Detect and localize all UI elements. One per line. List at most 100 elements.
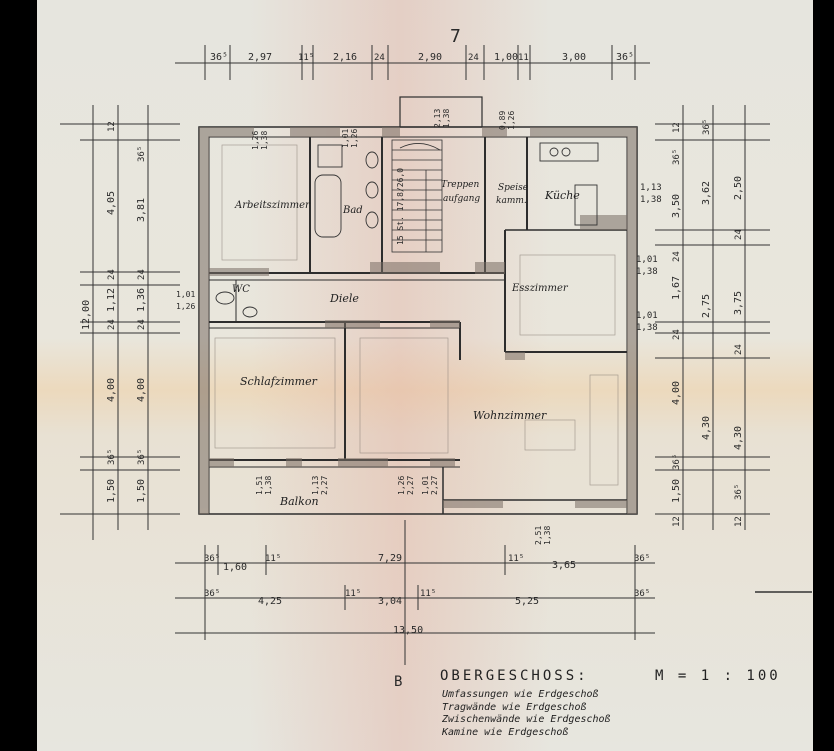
note-1: Umfassungen wie Erdgeschoß <box>442 689 599 700</box>
dim-bottom-total: 13,50 <box>393 625 423 636</box>
dim-right-outer-6: 3,75 <box>733 291 744 315</box>
dim-top-4: 2,16 <box>333 52 357 63</box>
dim-left-inner-6: 4,00 <box>136 378 147 402</box>
dim-right-outer-3: 2,50 <box>733 176 744 200</box>
dim-right-inner-1: 12 <box>672 122 682 133</box>
dim-bottom1-6: 3,65 <box>552 560 576 571</box>
room-kueche: Küche <box>544 189 580 202</box>
dim-bottom1-7: 36⁵ <box>634 554 650 564</box>
bottom-dimension-labels: 36⁵ 1,60 11⁵ 7,29 11⁵ 3,65 36⁵ 36⁵ 4,25 … <box>204 553 650 636</box>
plan-scale: M = 1 : 100 <box>655 668 781 684</box>
dim-right-inner-9: 1,67 <box>671 276 682 300</box>
dim-top-7: 24 <box>468 53 479 63</box>
dim-right-inner-7: 1,01 <box>636 255 658 265</box>
room-diele: Diele <box>329 292 359 305</box>
staircase <box>391 139 443 253</box>
room-labels: Arbeitszimmer Bad Treppen aufgang Speise… <box>232 180 580 508</box>
room-bad: Bad <box>342 205 363 216</box>
dim-left-inner-4: 1,36 <box>136 288 147 312</box>
dim-top-3: 11⁵ <box>298 53 314 63</box>
dim-left-outer-4: 1,12 <box>106 288 117 312</box>
opening-14: 2,27 <box>320 476 329 495</box>
dim-top-6: 2,90 <box>418 52 442 63</box>
dim-left-outer-7: 36⁵ <box>107 449 117 465</box>
right-dimension-labels: 12 36⁵ 1,13 1,38 3,50 24 1,01 1,38 1,67 … <box>636 119 744 527</box>
dim-bottom2-2: 4,25 <box>258 596 282 607</box>
room-speise-2: kamm. <box>496 196 527 206</box>
dim-left-outer-5: 24 <box>107 319 117 330</box>
left-dimension-lines <box>60 105 180 540</box>
dim-bottom1-2: 1,60 <box>223 562 247 573</box>
room-schlafzimmer: Schlafzimmer <box>240 375 318 388</box>
dim-bottom2-7: 36⁵ <box>634 589 650 599</box>
dim-right-outer-4: 24 <box>734 229 744 240</box>
dim-left-inner-2: 3,81 <box>136 198 147 222</box>
opening-5: 2,13 <box>433 109 442 128</box>
dim-left-outer-1: 12 <box>107 121 117 132</box>
room-esszimmer: Esszimmer <box>511 283 569 294</box>
opening-16: 2,27 <box>406 476 415 495</box>
dim-bottom1-1: 36⁵ <box>204 554 220 564</box>
dim-right-outer-5: 2,75 <box>701 294 712 318</box>
dim-top-10: 3,00 <box>562 52 586 63</box>
opening-2: 1,38 <box>260 131 269 150</box>
dim-left-outer-6: 4,00 <box>106 378 117 402</box>
dim-right-inner-3: 1,13 <box>640 183 662 193</box>
dim-right-outer-10: 36⁵ <box>734 484 744 500</box>
bath-fixtures <box>314 144 379 238</box>
note-4: Kamine wie Erdgeschoß <box>441 727 568 738</box>
opening-15: 1,26 <box>397 476 406 495</box>
dim-right-inner-14: 36⁵ <box>672 454 682 470</box>
dim-top-2: 2,97 <box>248 52 272 63</box>
dim-bottom2-3: 11⁵ <box>345 589 361 599</box>
furniture-sketch <box>214 144 619 486</box>
dim-right-inner-2: 36⁵ <box>672 149 682 165</box>
dim-left-inner-1: 36⁵ <box>137 146 147 162</box>
opening-3: 1,01 <box>341 129 350 148</box>
top-dimension-labels: 36⁵ 2,97 11⁵ 2,16 24 2,90 24 1,00 11 3,0… <box>210 52 634 63</box>
opening-19: 2,51 <box>534 526 543 545</box>
room-arbeitszimmer: Arbeitszimmer <box>234 200 311 211</box>
dim-bottom1-3: 11⁵ <box>265 554 281 564</box>
opening-6: 1,38 <box>442 109 451 128</box>
dim-right-inner-11: 1,01 <box>636 311 658 321</box>
dim-bottom2-5: 11⁵ <box>420 589 436 599</box>
dim-right-outer-9: 4,30 <box>733 426 744 450</box>
dim-right-inner-6: 24 <box>672 251 682 262</box>
dim-right-inner-13: 4,00 <box>671 381 682 405</box>
bottom-dimension-lines <box>175 520 655 665</box>
dim-right-outer-11: 12 <box>734 516 744 527</box>
paper-background <box>37 0 813 751</box>
room-treppen-1: Treppen <box>441 180 479 190</box>
dim-right-outer-2: 3,62 <box>701 181 712 205</box>
room-speise-1: Speise <box>498 183 528 193</box>
room-treppen-2: aufgang <box>443 194 480 204</box>
dim-bottom2-6: 5,25 <box>515 596 539 607</box>
dim-left-inner-3: 24 <box>137 269 147 280</box>
dim-left-total: 12,00 <box>81 300 92 330</box>
opening-10: 1,26 <box>176 302 195 311</box>
opening-1: 1,26 <box>251 131 260 150</box>
building-walls <box>198 96 638 515</box>
top-dimension-lines <box>175 45 650 80</box>
dim-top-11: 36⁵ <box>616 52 634 63</box>
stair-note: 15 St. 17,8/26,0 <box>396 168 405 245</box>
dim-top-9: 11 <box>518 53 529 63</box>
dim-bottom1-4: 7,29 <box>378 553 402 564</box>
dim-right-inner-10: 24 <box>672 329 682 340</box>
kitchen-fixtures <box>539 142 599 226</box>
opening-13: 1,13 <box>311 476 320 495</box>
opening-labels: 1,26 1,38 1,01 1,26 2,13 1,38 0,89 1,26 … <box>176 109 552 545</box>
right-dimension-lines <box>655 105 770 530</box>
wall-hatching <box>199 127 637 514</box>
room-wc: WC <box>232 284 250 295</box>
dim-right-outer-1: 36⁵ <box>702 119 712 135</box>
dim-right-inner-5: 3,50 <box>671 194 682 218</box>
dim-left-outer-2: 4,05 <box>106 191 117 215</box>
dim-top-1: 36⁵ <box>210 52 228 63</box>
opening-8: 1,26 <box>507 111 516 130</box>
opening-20: 1,38 <box>543 526 552 545</box>
note-2: Tragwände wie Erdgeschoß <box>442 702 587 713</box>
dim-right-outer-7: 24 <box>734 344 744 355</box>
